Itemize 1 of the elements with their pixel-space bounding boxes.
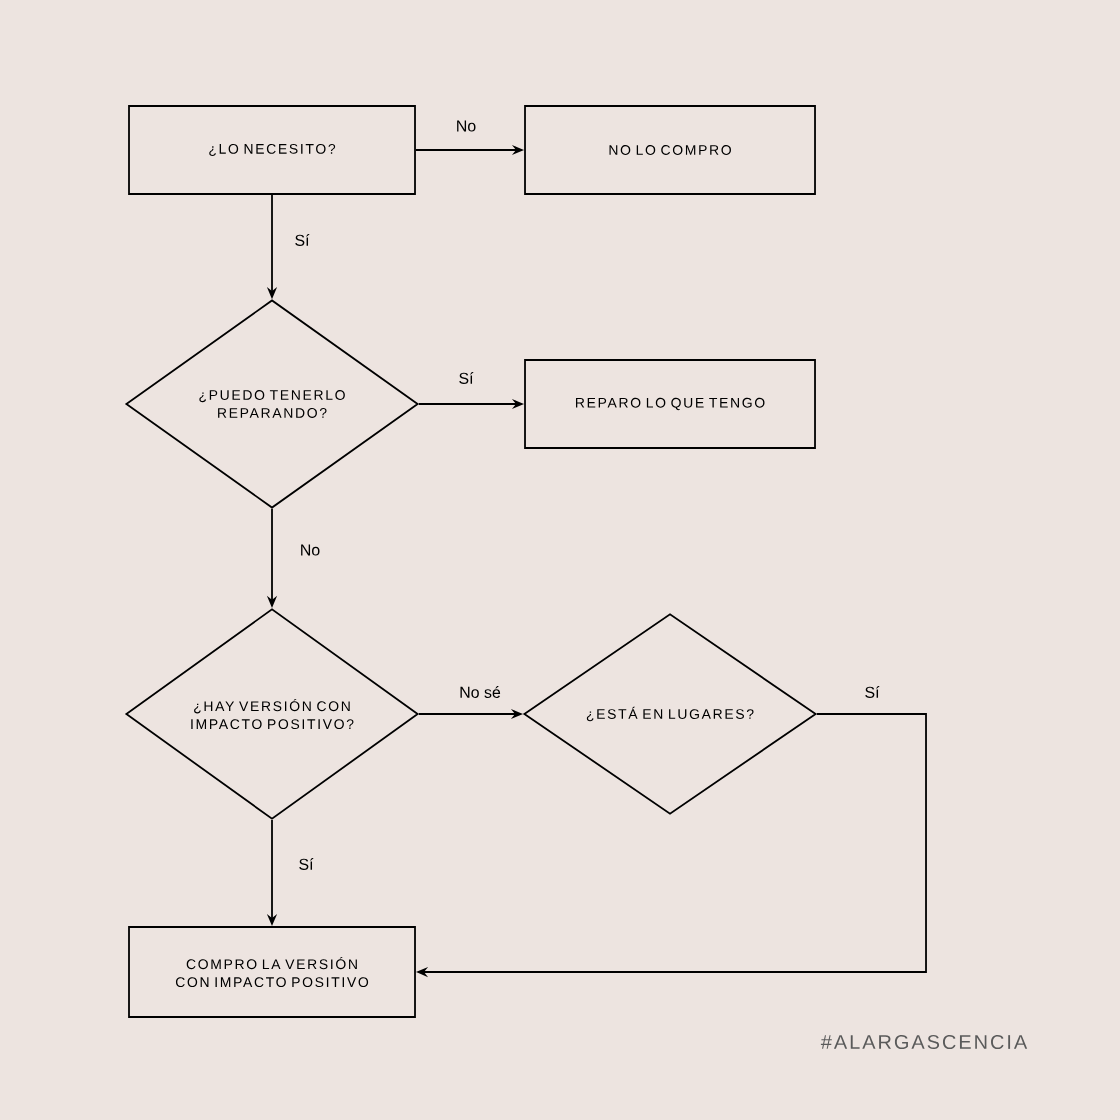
hashtag: #ALARGASCENCIA [820, 1034, 1028, 1050]
